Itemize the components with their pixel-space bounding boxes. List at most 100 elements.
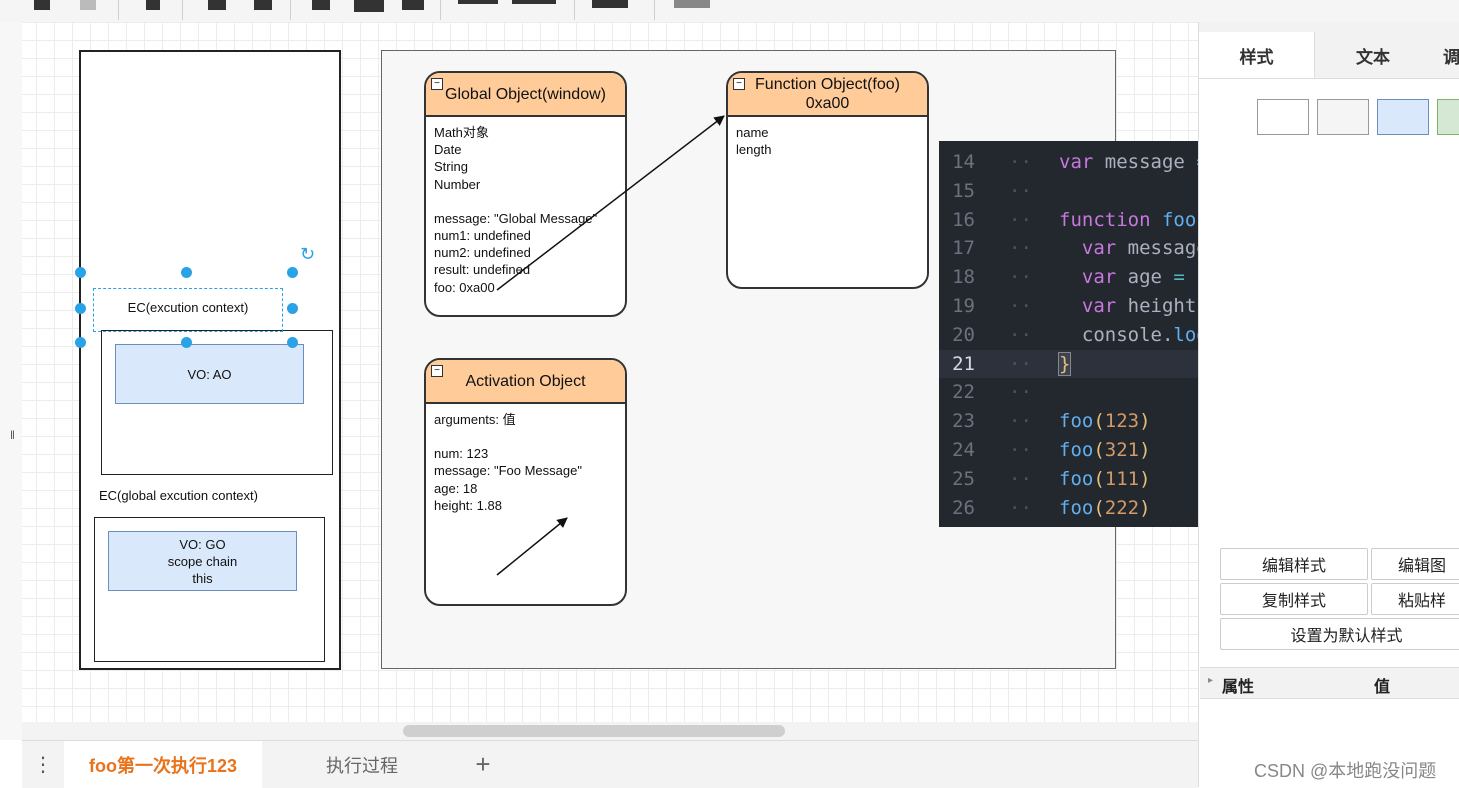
resize-handle[interactable] [75,267,86,278]
code-text: foo(123) [1059,407,1151,436]
code-token [1185,266,1196,288]
activation-object-field: message: "Foo Message" [434,463,582,479]
function-object-field: name [736,125,769,140]
tab-style[interactable]: 样式 [1199,32,1315,78]
waypoints-icon[interactable] [512,0,556,4]
rotate-handle-icon[interactable]: ↻ [300,244,316,264]
code-line[interactable]: 26··foo(222) [939,494,1459,523]
indent-guide: ·· [1009,467,1032,490]
edit-image-button[interactable]: 编辑图 [1371,548,1459,580]
global-object-field: result: undefined [434,262,531,278]
code-token: var [1081,237,1117,260]
edit-style-button[interactable]: 编辑样式 [1220,548,1368,580]
fec-label[interactable]: EC(excution context) [127,300,249,315]
activation-object-field [434,428,617,445]
resize-handle[interactable] [75,303,86,314]
to-back-icon[interactable] [254,0,272,10]
code-line[interactable]: 23··foo(123) [939,407,1459,436]
fec-vo-text: VO: AO [187,366,232,382]
indent-guide: ·· [1009,151,1032,173]
code-token: foo [1059,496,1094,519]
code-line[interactable]: 22·· [939,378,1459,407]
code-token: ( [1093,410,1105,433]
undo-icon[interactable] [34,0,50,10]
line-number: 20 [952,323,975,346]
line-number: 26 [952,496,975,519]
global-object-card[interactable]: − Global Object(window) Math对象 Date Stri… [424,71,627,317]
resize-handle[interactable] [181,267,192,278]
gec-vo-box[interactable]: VO: GO scope chain this [108,531,297,591]
code-token: var [1081,295,1117,317]
table-icon[interactable] [674,0,710,8]
scrollbar-thumb[interactable] [403,725,785,737]
redo-icon[interactable] [80,0,96,10]
line-number: 21 [952,352,975,375]
style-swatch-white[interactable] [1257,99,1309,135]
paste-style-button[interactable]: 粘贴样 [1371,583,1459,615]
code-line[interactable]: 25··foo(111) [939,465,1459,494]
collapse-icon[interactable]: − [431,78,443,90]
code-token: function [1059,208,1151,231]
watermark: CSDN @本地跑没问题 [1254,761,1437,781]
page-tab-active[interactable]: foo第一次执行123 [64,741,262,788]
code-token: foo [1059,467,1094,490]
tab-arrange[interactable]: 调 [1443,47,1459,67]
function-object-card[interactable]: − Function Object(foo) 0xa00 name length [726,71,929,289]
resize-handle[interactable] [181,337,192,348]
fill-color-icon[interactable] [312,0,330,10]
code-token: var [1081,266,1117,289]
activation-object-field: height: 1.88 [434,497,502,513]
style-swatch-gray[interactable] [1317,99,1369,135]
code-token: ) [1139,467,1151,490]
resize-handle[interactable] [287,267,298,278]
selection-box[interactable] [93,288,283,332]
horizontal-scrollbar[interactable] [22,722,1198,740]
global-object-field: foo: 0xa00 [434,279,495,295]
delete-icon[interactable] [146,0,160,10]
code-token: ( [1093,467,1105,490]
expand-icon[interactable]: ▸ [1208,675,1214,686]
global-object-field: Math对象 [434,125,489,140]
collapse-icon[interactable]: − [733,78,745,90]
collapse-icon[interactable]: − [431,365,443,377]
code-token: 123 [1104,410,1140,433]
activation-object-header: − Activation Object [426,360,625,404]
code-text: foo(321) [1059,436,1151,465]
toolbar-divider [654,0,655,20]
shadow-icon[interactable] [402,0,424,10]
drag-handle-icon[interactable]: ‖ [10,428,15,442]
resize-handle[interactable] [287,337,298,348]
code-token: foo [1059,439,1094,461]
connection-icon[interactable] [458,0,498,4]
copy-style-button[interactable]: 复制样式 [1220,583,1368,615]
gec-label[interactable]: EC(global excution context) [99,488,258,503]
add-page-button[interactable]: + [475,749,491,779]
insert-icon[interactable] [592,0,628,8]
line-color-icon[interactable] [354,0,384,12]
gec-vo-line: this [192,570,213,586]
activation-object-card[interactable]: − Activation Object arguments: 值 num: 12… [424,358,627,606]
tab-text[interactable]: 文本 [1356,47,1390,67]
style-swatch-blue[interactable] [1377,99,1429,135]
global-object-field: num1: undefined [434,228,531,244]
style-swatch-green[interactable] [1437,99,1459,135]
pages-menu-icon[interactable]: ⋮ [33,754,53,776]
sidebar-collapsed[interactable]: ‖ [0,22,22,740]
code-text: } [1057,350,1072,379]
code-line[interactable]: 24··foo(321) [939,436,1459,465]
code-token: message [1093,151,1197,173]
line-number: 19 [952,295,975,317]
resize-handle[interactable] [287,303,298,314]
code-line[interactable]: 15·· [939,177,1459,206]
code-token: console. [1059,323,1174,346]
code-token: } [1057,351,1072,376]
fec-vo-box[interactable]: VO: AO [115,344,304,404]
indent-guide: ·· [1009,352,1032,375]
value-column-header: 值 [1374,679,1391,696]
indent-guide: ·· [1009,323,1032,346]
resize-handle[interactable] [75,337,86,348]
set-default-style-button[interactable]: 设置为默认样式 [1220,618,1459,650]
page-tab[interactable]: 执行过程 [326,755,398,776]
to-front-icon[interactable] [208,0,226,10]
code-token: ) [1139,496,1151,519]
